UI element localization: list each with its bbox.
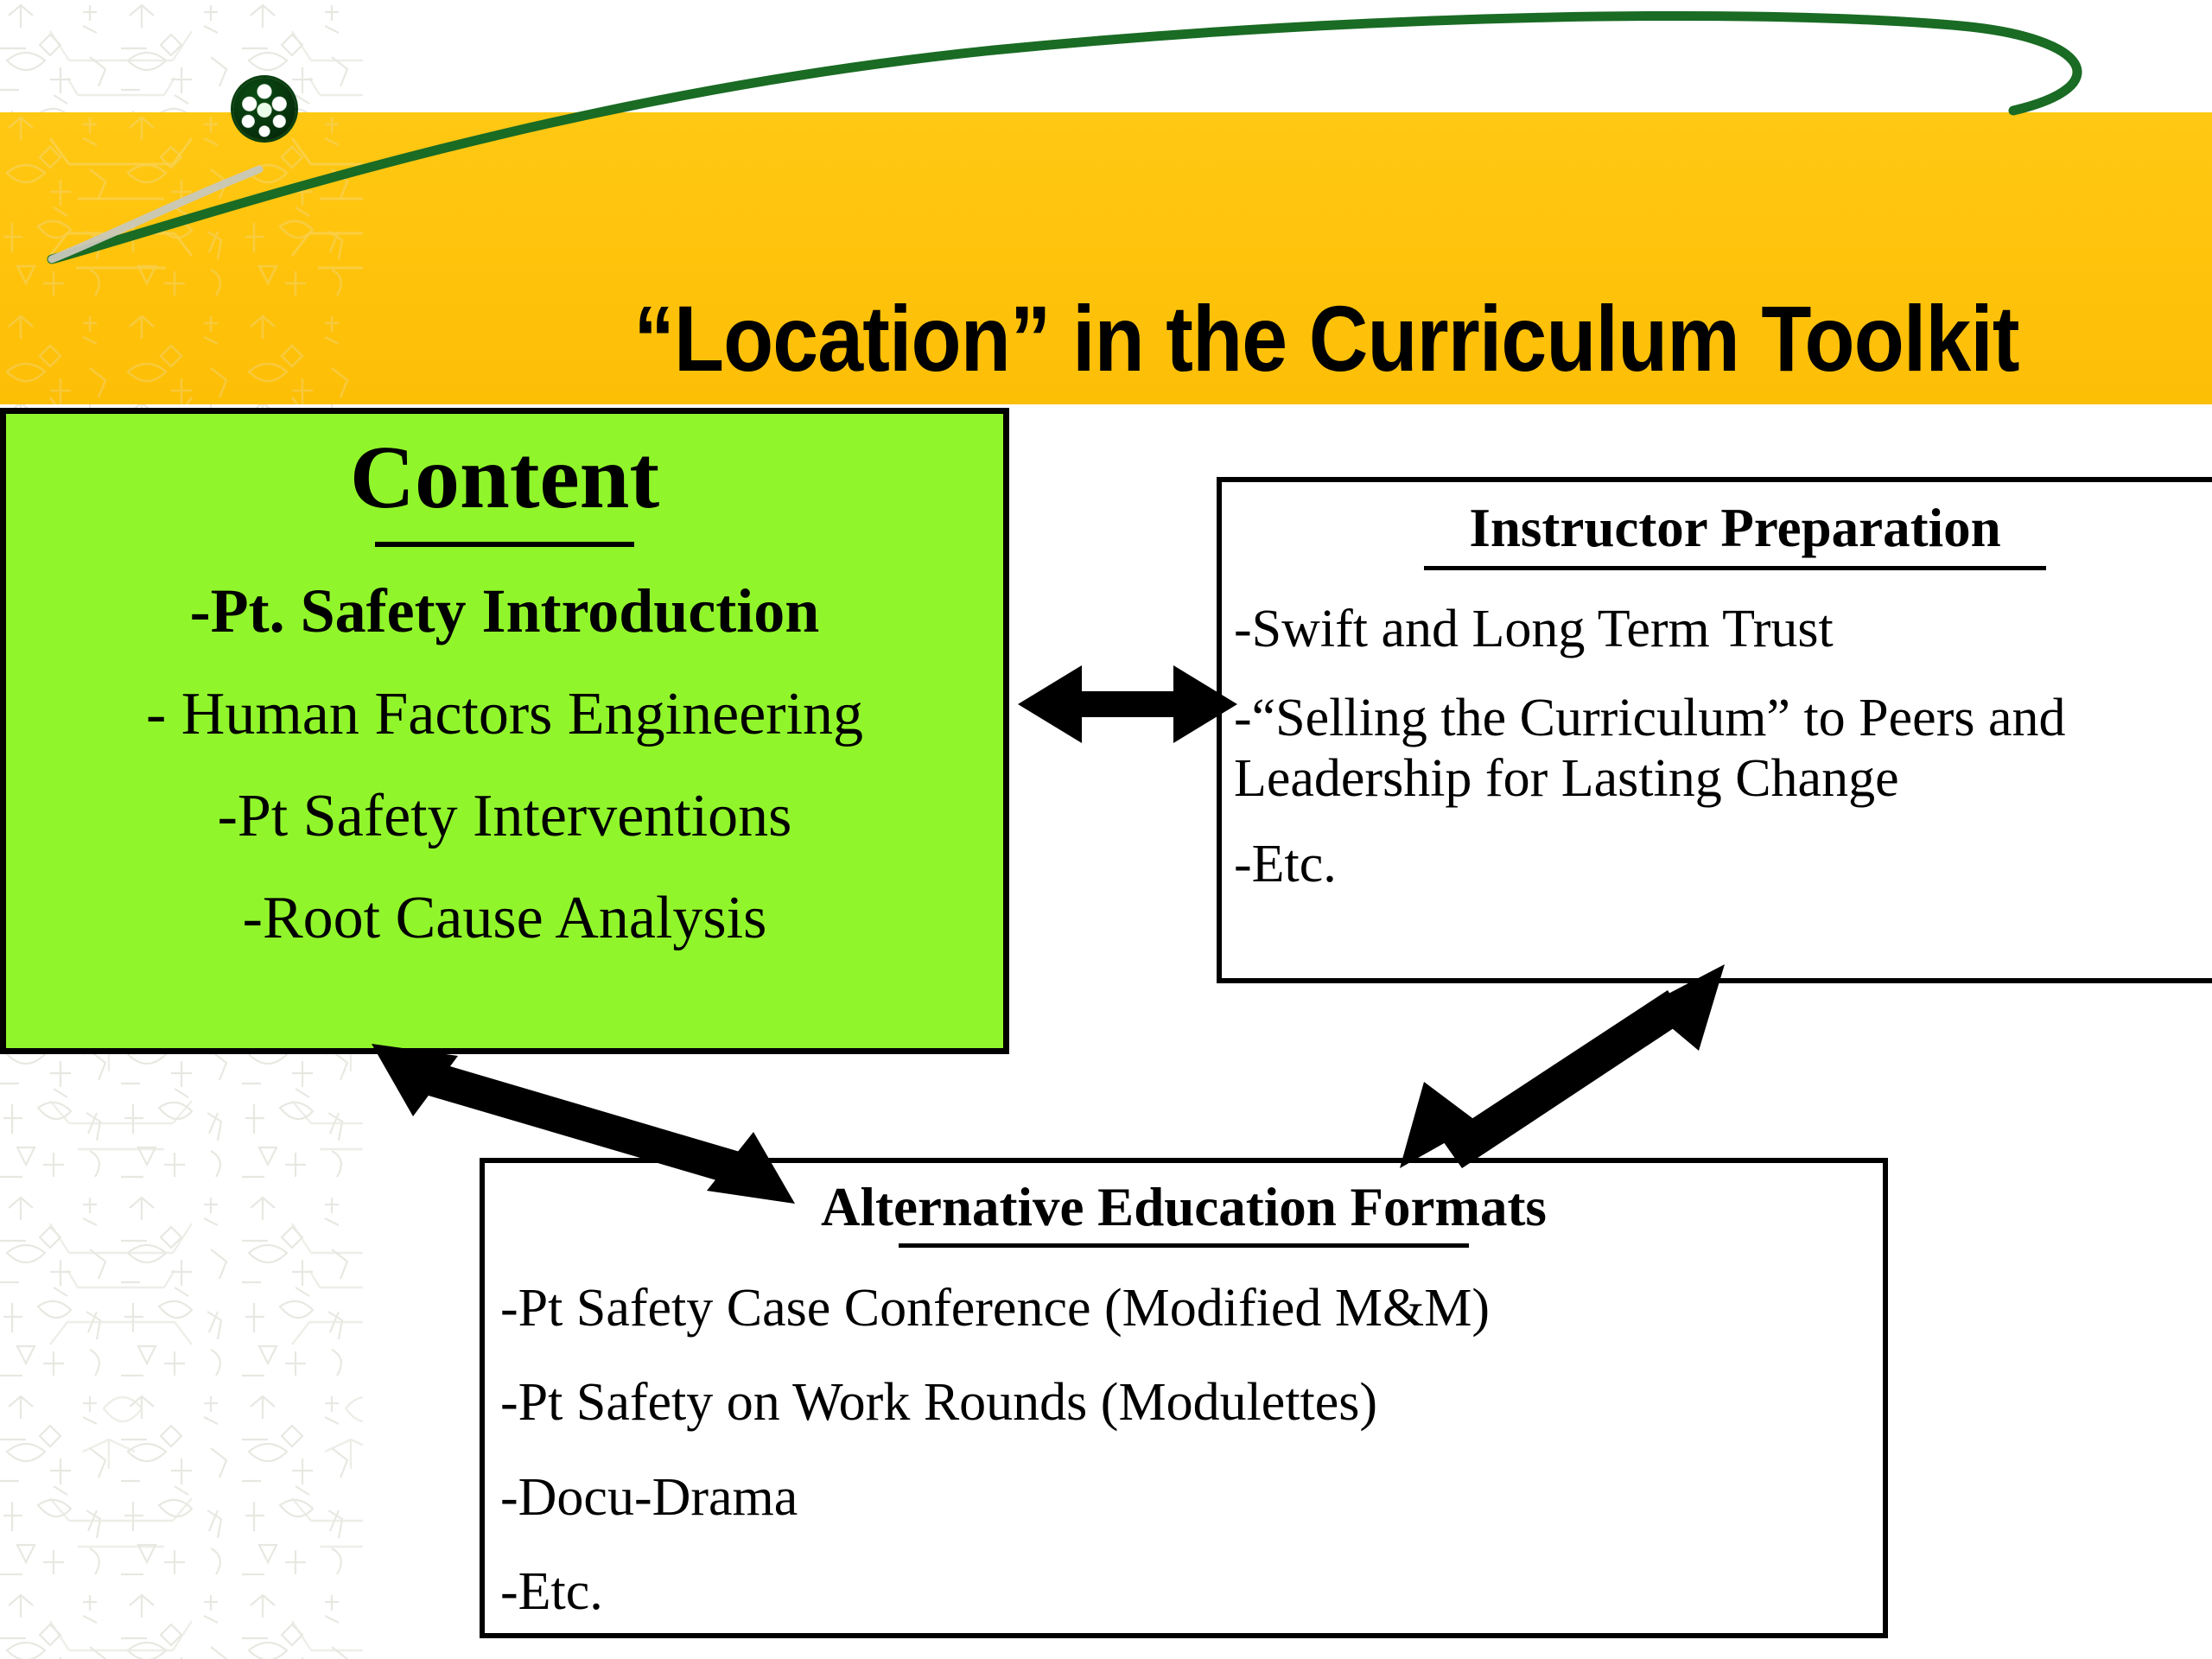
instructor-preparation-box: Instructor Preparation -Swift and Long T… <box>1217 477 2212 983</box>
content-item-1: -Pt. Safety Introduction <box>189 576 820 645</box>
alt-item-4: -Etc. <box>500 1562 603 1622</box>
instructor-heading-rule <box>1424 566 2046 570</box>
page-title: “Location” in the Curriculum Toolkit <box>633 286 2019 391</box>
content-item-2: - Human Factors Engineering <box>145 680 864 747</box>
alt-heading-rule <box>899 1243 1469 1248</box>
content-item-4: -Root Cause Analysis <box>242 885 767 952</box>
instructor-box-heading: Instructor Preparation <box>1469 498 2001 558</box>
content-box-heading: Content <box>349 428 660 527</box>
instructor-item-3: -Etc. <box>1234 835 1337 894</box>
content-item-3: -Pt Safety Interventions <box>217 783 792 850</box>
alternative-education-formats-box: Alternative Education Formats -Pt Safety… <box>480 1158 1888 1638</box>
alt-item-2: -Pt Safety on Work Rounds (Modulettes) <box>500 1373 1378 1433</box>
arrow-alt-formats-instructor <box>1400 964 1725 1168</box>
arrow-content-instructor <box>1018 665 1237 743</box>
title-banner: “Location” in the Curriculum Toolkit <box>0 112 2212 404</box>
instructor-item-1: -Swift and Long Term Trust <box>1234 600 1834 658</box>
content-box: Content -Pt. Safety Introduction - Human… <box>0 408 1009 1054</box>
alt-box-heading: Alternative Education Formats <box>821 1177 1547 1237</box>
decorative-sphere-icon <box>233 78 296 140</box>
instructor-item-2: -“Selling the Curriculum” to Peers and L… <box>1234 689 2066 808</box>
alt-item-1: -Pt Safety Case Conference (Modified M&M… <box>500 1279 1491 1338</box>
alt-item-3: -Docu-Drama <box>500 1467 798 1527</box>
banner-watermark-pattern <box>0 112 363 404</box>
content-heading-rule <box>375 542 634 547</box>
